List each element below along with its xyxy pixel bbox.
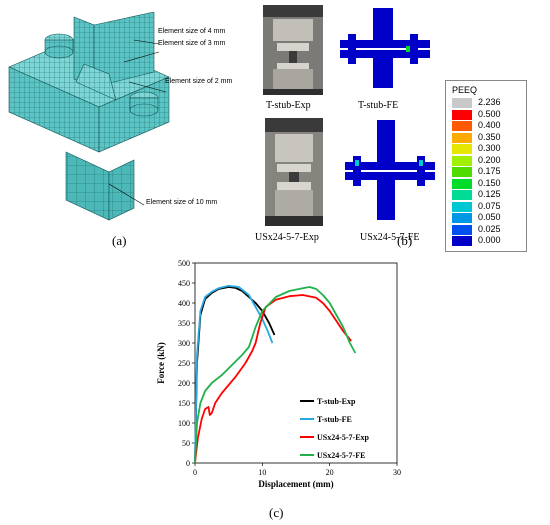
caption-tstub-exp: T-stub-Exp xyxy=(266,100,311,111)
peeq-legend-value: 0.350 xyxy=(478,131,501,142)
panel-label-c: (c) xyxy=(269,505,284,520)
legend-label-2: USx24-5-7-Exp xyxy=(317,433,370,442)
peeq-legend-value: 0.175 xyxy=(478,166,501,176)
peeq-legend-row: 0.075 xyxy=(452,201,522,212)
peeq-legend-row: 0.200 xyxy=(452,155,522,166)
photo-usx24-exp xyxy=(265,118,323,226)
peeq-legend-swatch xyxy=(452,144,472,154)
peeq-legend-value: 2.236 xyxy=(478,97,501,107)
legend-label-3: USx24-5-7-FE xyxy=(317,451,365,460)
peeq-legend-swatch xyxy=(452,224,472,235)
mesh-note-3mm: Element size of 3 mm xyxy=(158,40,226,47)
peeq-legend-swatch xyxy=(452,236,472,246)
x-tick-label: 30 xyxy=(393,468,401,477)
contour-tstub-fe xyxy=(340,8,430,88)
x-tick-label: 20 xyxy=(326,468,334,477)
photo-tstub-exp xyxy=(263,5,323,95)
panel-label-b: (b) xyxy=(397,233,413,248)
peeq-legend-value: 0.050 xyxy=(478,212,501,222)
legend-label-1: T-stub-FE xyxy=(317,415,352,424)
peeq-legend-value: 0.150 xyxy=(478,177,501,188)
caption-tstub-fe: T-stub-FE xyxy=(358,100,399,111)
peeq-legend-value: 0.075 xyxy=(478,200,501,211)
contour-usx24-fe xyxy=(345,120,435,220)
peeq-legend-row: 0.025 xyxy=(452,224,522,235)
peeq-legend-value: 0.400 xyxy=(478,120,501,130)
peeq-legend-row: 2.236 xyxy=(452,97,522,108)
y-tick-label: 200 xyxy=(178,379,190,388)
y-tick-label: 300 xyxy=(178,339,190,348)
x-tick-label: 10 xyxy=(258,468,266,477)
x-axis-label: Displacement (mm) xyxy=(258,479,333,489)
peeq-legend-value: 0.025 xyxy=(478,223,501,234)
x-tick-label: 0 xyxy=(193,468,197,477)
peeq-legend-swatch xyxy=(452,178,472,189)
peeq-legend-swatch xyxy=(452,190,472,200)
peeq-legend-row: 0.350 xyxy=(452,132,522,143)
peeq-legend-row: 0.000 xyxy=(452,235,522,246)
y-tick-label: 100 xyxy=(178,419,190,428)
mesh-note-4mm: Element size of 4 mm xyxy=(158,28,226,35)
peeq-legend-swatch xyxy=(452,167,472,177)
y-tick-label: 500 xyxy=(178,259,190,268)
caption-usx24-exp: USx24-5-7-Exp xyxy=(255,232,319,243)
peeq-legend-swatch xyxy=(452,109,472,120)
peeq-legend-swatch xyxy=(452,98,472,108)
peeq-legend-row: 0.175 xyxy=(452,166,522,177)
peeq-legend-row: 0.050 xyxy=(452,212,522,223)
peeq-legend-swatch xyxy=(452,201,472,212)
peeq-legend-value: 0.125 xyxy=(478,189,501,199)
peeq-legend-value: 0.500 xyxy=(478,108,501,119)
series-line-3 xyxy=(194,286,357,464)
legend-label-0: T-stub-Exp xyxy=(317,397,356,406)
peeq-legend-row: 0.500 xyxy=(452,109,522,120)
peeq-legend-title: PEEQ xyxy=(452,85,478,95)
peeq-legend-value: 0.000 xyxy=(478,235,501,245)
peeq-legend-swatch xyxy=(452,213,472,223)
peeq-legend-swatch xyxy=(452,132,472,143)
y-axis-label: Force (kN) xyxy=(156,342,166,384)
caption-usx24-fe: USx24-5-7-FE xyxy=(360,232,420,243)
y-tick-label: 250 xyxy=(178,359,190,368)
mesh-note-10mm: Element size of 10 mm xyxy=(146,199,218,206)
peeq-legend-row: 0.400 xyxy=(452,120,522,131)
peeq-legend-row: 0.300 xyxy=(452,143,522,154)
y-tick-label: 350 xyxy=(178,319,190,328)
peeq-legend-swatch xyxy=(452,121,472,131)
peeq-legend-value: 0.200 xyxy=(478,154,501,165)
peeq-legend-row: 0.150 xyxy=(452,178,522,189)
y-tick-label: 0 xyxy=(186,459,190,468)
fe-mesh-model-image xyxy=(8,12,170,221)
series-line-2 xyxy=(194,294,352,464)
peeq-legend-value: 0.300 xyxy=(478,143,501,153)
y-tick-label: 400 xyxy=(178,299,190,308)
peeq-legend-row: 0.125 xyxy=(452,189,522,200)
y-tick-label: 50 xyxy=(182,439,190,448)
y-tick-label: 450 xyxy=(178,279,190,288)
y-tick-label: 150 xyxy=(178,399,190,408)
series-line-0 xyxy=(194,286,276,464)
mesh-note-2mm: Element size of 2 mm xyxy=(165,78,233,85)
peeq-legend-swatch xyxy=(452,155,472,166)
panel-label-a: (a) xyxy=(112,233,127,248)
force-displacement-chart: 0 50 100 150 200 250 300 350 400 450 500 0 10 20 30Dis… xyxy=(156,259,401,489)
